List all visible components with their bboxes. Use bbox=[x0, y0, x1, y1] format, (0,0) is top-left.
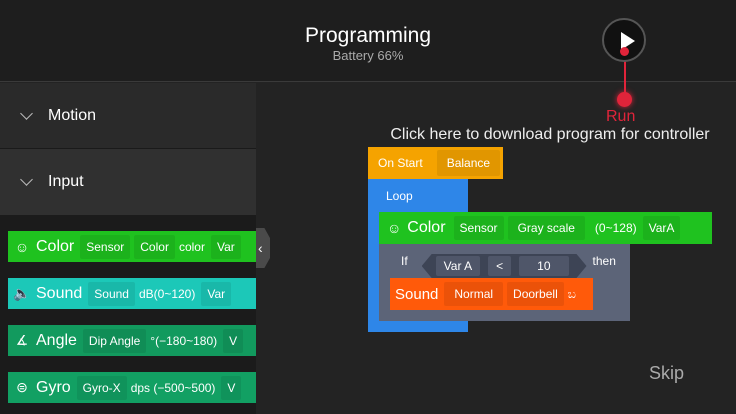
play-icon bbox=[621, 32, 635, 50]
sidebar-section-motion[interactable]: Motion bbox=[0, 83, 256, 149]
value-input[interactable]: 10 bbox=[519, 256, 568, 276]
speaker-icon: 🔈 bbox=[13, 285, 31, 301]
run-dot bbox=[620, 47, 629, 56]
skip-button[interactable]: Skip bbox=[649, 363, 685, 383]
run-target[interactable] bbox=[617, 92, 632, 107]
battery-status: Battery 66% bbox=[332, 48, 404, 63]
doorbell-icon: ಬ bbox=[567, 286, 576, 301]
block-name: Color bbox=[407, 219, 446, 236]
sensor-select[interactable]: Sensor bbox=[453, 216, 504, 240]
palette-icon: ☺ bbox=[14, 238, 30, 255]
block-name: Gyro bbox=[36, 378, 71, 396]
block-param: Color bbox=[134, 234, 175, 259]
on-start-block[interactable]: On Start Balance bbox=[368, 147, 503, 179]
var-select[interactable]: Var A bbox=[436, 256, 480, 276]
var-select[interactable]: VarA bbox=[642, 216, 681, 240]
range-label: (0~128) bbox=[594, 221, 637, 235]
section-label: Input bbox=[48, 173, 84, 190]
mode-select[interactable]: Normal bbox=[444, 282, 504, 306]
block-param: Sensor bbox=[80, 234, 131, 259]
mode-select[interactable]: Gray scale bbox=[507, 216, 585, 240]
run-label[interactable]: Run bbox=[606, 108, 636, 125]
page-title: Programming bbox=[304, 24, 432, 47]
operator-select[interactable]: < bbox=[488, 256, 511, 276]
then-label: then bbox=[592, 254, 616, 268]
block-param: Var bbox=[210, 234, 241, 259]
loop-label: Loop bbox=[386, 189, 413, 203]
block-name: Color bbox=[36, 237, 75, 255]
palette-icon: ☺ bbox=[387, 220, 402, 236]
download-program-link[interactable]: Click here to download program for contr… bbox=[390, 126, 710, 143]
block-param: V bbox=[221, 375, 242, 400]
block-name: Angle bbox=[36, 331, 77, 349]
block-name: Sound bbox=[395, 285, 439, 303]
block-param: °(−180~180) bbox=[150, 333, 218, 348]
run-connector bbox=[624, 50, 626, 98]
section-label: Motion bbox=[48, 106, 97, 124]
color-sensor-block[interactable]: ☺ Color Sensor Gray scale (0~128) VarA bbox=[379, 212, 712, 244]
on-start-label: On Start bbox=[378, 156, 423, 170]
block-param: Gyro-X bbox=[76, 375, 127, 400]
palette-block-angle[interactable]: ∡ Angle Dip Angle°(−180~180) V bbox=[8, 325, 256, 356]
if-label: If bbox=[401, 254, 408, 268]
block-param: color bbox=[178, 239, 205, 254]
sound-select[interactable]: Doorbell bbox=[507, 282, 564, 306]
chevron-down-icon bbox=[20, 173, 33, 186]
collapse-sidebar-handle[interactable]: ‹ bbox=[256, 228, 270, 268]
block-name: Sound bbox=[36, 284, 83, 302]
chevron-down-icon bbox=[20, 107, 33, 120]
angle-icon: ∡ bbox=[15, 332, 29, 348]
block-param: dB(0~120) bbox=[138, 286, 196, 301]
block-param: Var bbox=[201, 281, 232, 306]
sound-block[interactable]: Sound Normal Doorbell ಬ bbox=[390, 278, 593, 310]
mode-select[interactable]: Balance bbox=[436, 150, 501, 176]
block-param: Dip Angle bbox=[82, 328, 147, 353]
sidebar-section-input[interactable]: Input bbox=[0, 149, 256, 215]
block-param: V bbox=[223, 328, 244, 353]
block-param: dps (−500~500) bbox=[130, 380, 216, 395]
block-param: Sound bbox=[88, 281, 135, 306]
gyro-icon: ⊜ bbox=[16, 379, 28, 395]
